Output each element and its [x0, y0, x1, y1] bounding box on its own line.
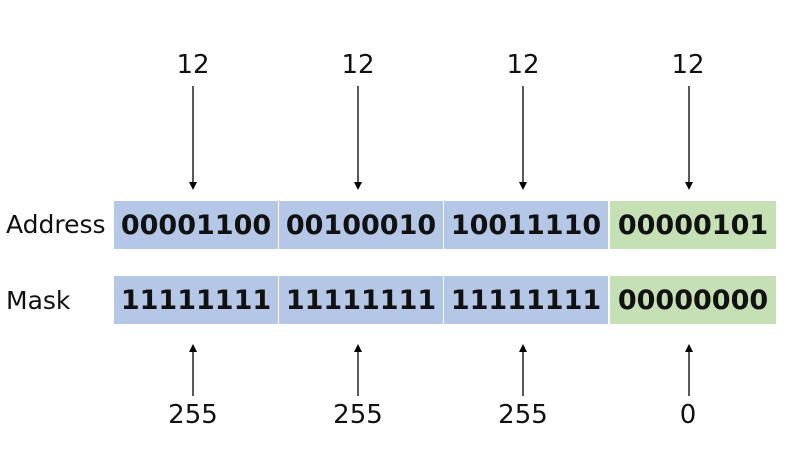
- address-octet-1: 00001100: [114, 201, 278, 249]
- mask-octet-3: 11111111: [444, 276, 608, 324]
- address-octet-4: 00000101: [610, 201, 776, 249]
- mask-octet-1: 11111111: [114, 276, 278, 324]
- bottom-label-octet-4: 0: [679, 400, 697, 430]
- mask-octet-4: 00000000: [610, 276, 776, 324]
- top-label-octet-1: 12: [176, 50, 210, 80]
- address-row-label: Address: [6, 210, 106, 239]
- bottom-label-octet-1: 255: [168, 400, 218, 430]
- top-label-octet-3: 12: [506, 50, 540, 80]
- bottom-label-octet-3: 255: [498, 400, 548, 430]
- mask-row-label: Mask: [6, 286, 71, 315]
- top-label-octet-2: 12: [341, 50, 375, 80]
- bottom-label-octet-2: 255: [333, 400, 383, 430]
- address-octet-2: 00100010: [279, 201, 443, 249]
- mask-octet-2: 11111111: [279, 276, 443, 324]
- address-octet-3: 10011110: [444, 201, 608, 249]
- top-label-octet-4: 12: [671, 50, 705, 80]
